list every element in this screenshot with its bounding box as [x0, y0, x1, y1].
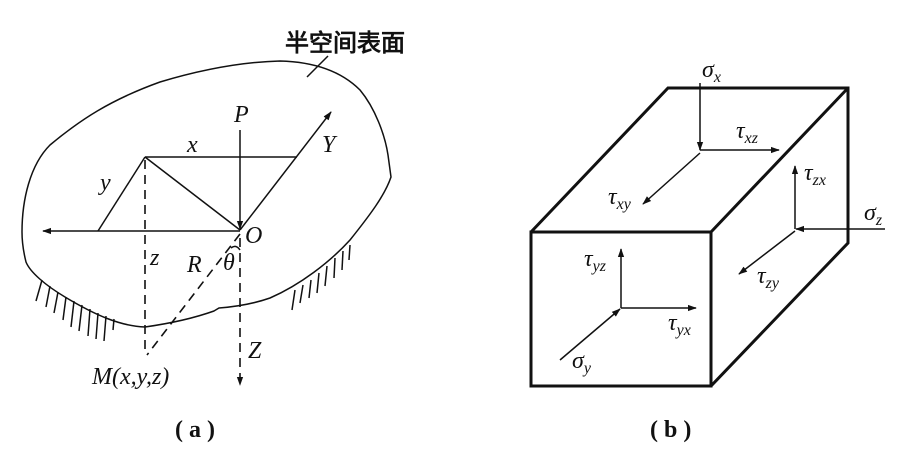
tau-xz-label: τxz	[736, 118, 759, 147]
tau-zy-label: τzy	[757, 263, 780, 292]
caption-b: ( b )	[650, 417, 691, 443]
tau-zy-arrow	[738, 230, 796, 275]
angle-label: θ	[223, 250, 235, 276]
tau-zx-label: τzx	[804, 160, 826, 189]
y-coordinate-label: y	[98, 170, 111, 196]
projection-line	[144, 156, 241, 231]
panel-b-stress-element: σx τxz τxy τzx σz τzy τyz τyx σy ( b )	[529, 57, 885, 443]
half-space-surface-outline	[21, 60, 392, 328]
y-axis-label: Y	[322, 132, 338, 158]
sigma-y-label: σy	[572, 348, 592, 377]
element-box	[529, 86, 850, 388]
surface-label-leader	[306, 55, 329, 78]
angle-arc	[230, 245, 241, 251]
x-coordinate-label: x	[186, 132, 198, 158]
sigma-y-arrow	[559, 308, 621, 361]
caption-a: ( a )	[175, 417, 215, 443]
z-axis-label: Z	[248, 338, 262, 364]
z-coordinate-label: z	[149, 245, 160, 271]
ground-hatching	[35, 244, 351, 342]
origin-label: O	[245, 223, 262, 249]
tau-xy-label: τxy	[608, 184, 632, 213]
panel-a-half-space: 半空间表面 P Y O x y z R θ Z M(x,y,z) ( a )	[21, 29, 405, 443]
radius-dashed-line	[146, 233, 241, 356]
load-p-label: P	[233, 102, 249, 128]
surface-label: 半空间表面	[285, 29, 405, 57]
sigma-z-label: σz	[864, 200, 883, 229]
sigma-x-label: σx	[702, 57, 721, 86]
y-axis-arrow	[239, 111, 332, 231]
point-m-label: M(x,y,z)	[91, 364, 169, 390]
tau-yx-label: τyx	[668, 310, 691, 339]
y-coordinate-line	[97, 156, 146, 232]
radius-label: R	[186, 252, 202, 278]
tau-yz-label: τyz	[584, 246, 607, 275]
tau-xy-arrow	[642, 152, 701, 205]
